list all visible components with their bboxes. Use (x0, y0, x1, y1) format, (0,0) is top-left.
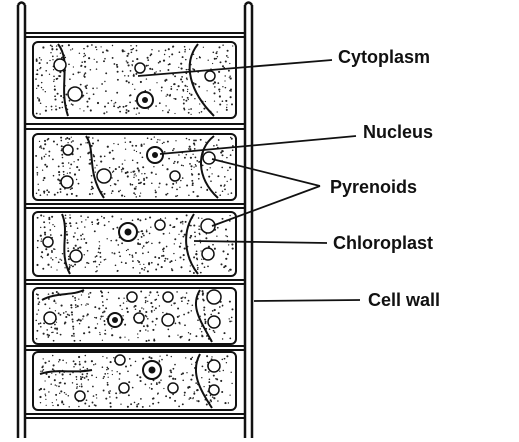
pyrenoid (208, 360, 220, 372)
nucleolus (152, 152, 158, 158)
pyrenoid (155, 220, 165, 230)
label-pyrenoids: Pyrenoids (330, 177, 417, 197)
pyrenoid (43, 237, 53, 247)
nucleolus (125, 229, 132, 236)
pyrenoid (208, 316, 220, 328)
label-cell-wall: Cell wall (368, 290, 440, 310)
pyrenoid (127, 292, 137, 302)
nucleolus (149, 367, 156, 374)
cell-wall-leader (254, 300, 360, 301)
pyrenoid (63, 145, 73, 155)
pyrenoid (119, 383, 129, 393)
cells (33, 42, 236, 410)
pyrenoid (163, 292, 173, 302)
pyrenoid (68, 87, 82, 101)
cell-4 (33, 288, 236, 344)
pyrenoid (70, 250, 82, 262)
label-nucleus: Nucleus (363, 122, 433, 142)
pyrenoid (75, 391, 85, 401)
cell-2 (33, 134, 236, 200)
pyrenoid (162, 314, 174, 326)
cell-1 (33, 42, 236, 118)
nucleolus (112, 317, 118, 323)
pyrenoid (44, 312, 56, 324)
pyrenoid (209, 385, 219, 395)
pyrenoid (134, 313, 144, 323)
pyrenoid (207, 290, 221, 304)
cell-3 (33, 212, 236, 276)
pyrenoid (97, 169, 111, 183)
pyrenoid (135, 63, 145, 73)
pyrenoid (168, 383, 178, 393)
pyrenoid (61, 176, 73, 188)
pyrenoid (205, 71, 215, 81)
cell-5 (33, 352, 236, 410)
nucleolus (142, 97, 148, 103)
pyrenoid (202, 248, 214, 260)
label-chloroplast: Chloroplast (333, 233, 433, 253)
pyrenoid (170, 171, 180, 181)
pyrenoid (54, 59, 66, 71)
pyrenoid (203, 152, 215, 164)
label-cytoplasm: Cytoplasm (338, 47, 430, 67)
pyrenoid (115, 355, 125, 365)
labels: Cytoplasm Nucleus Pyrenoids Chloroplast … (330, 47, 440, 310)
